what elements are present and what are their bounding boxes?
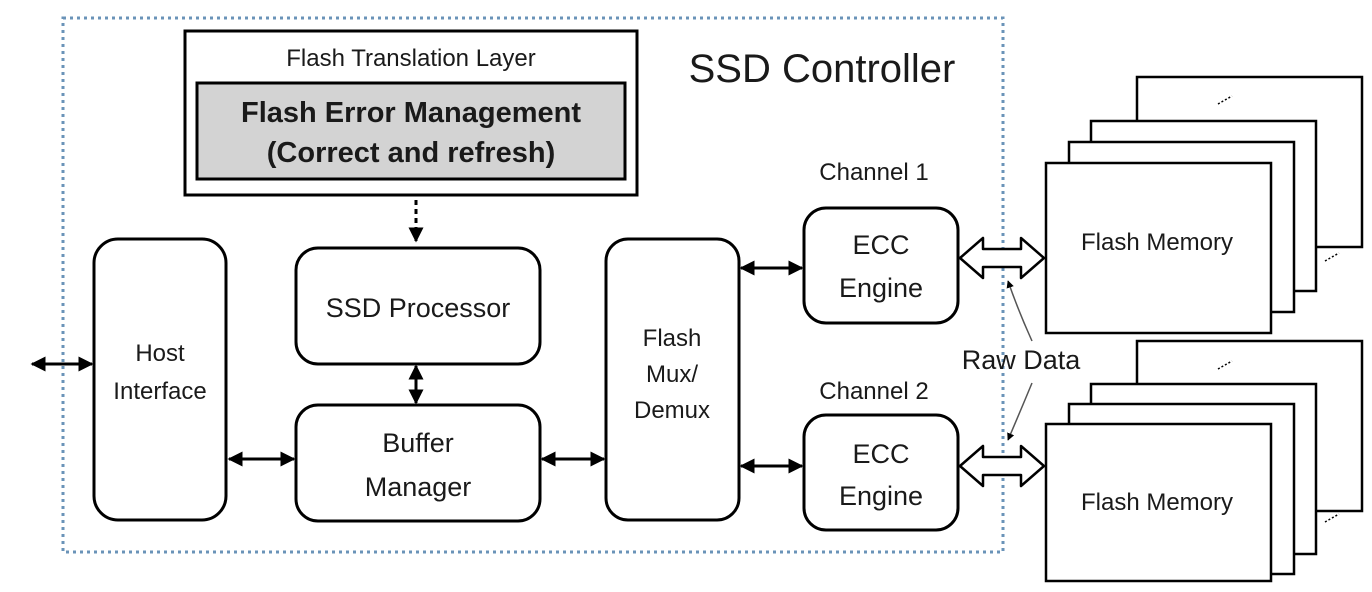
ecc-engine-2-label-line2: Engine: [839, 481, 923, 511]
stack-ellipsis-mark: [1324, 252, 1340, 262]
flash-error-management-label: Flash Error Management: [241, 97, 581, 129]
flash-mux-label-line1: Flash: [643, 325, 702, 352]
raw-data-label: Raw Data: [962, 345, 1082, 375]
channel-1-label: Channel 1: [819, 159, 928, 186]
ecc-engine-1-label-line2: Engine: [839, 273, 923, 303]
ftl-title: Flash Translation Layer: [286, 45, 535, 72]
ecc-engine-2-block: ECC Engine: [802, 413, 960, 532]
ecc-engine-2-label-line1: ECC: [852, 439, 909, 469]
flash-memory-1-label: Flash Memory: [1081, 229, 1233, 256]
flash-memory-stack-2: Flash Memory: [1044, 339, 1364, 583]
flash-translation-layer: Flash Translation Layer Flash Error Mana…: [183, 29, 639, 197]
buffer-manager-label-line2: Manager: [365, 472, 472, 502]
ecc-engine-1-label-line1: ECC: [852, 230, 909, 260]
buffer-manager-label-line1: Buffer: [382, 428, 454, 458]
ecc1-flash-hollow-arrow: [958, 236, 1046, 280]
stack-ellipsis-mark: [1324, 513, 1340, 523]
correct-and-refresh-label: (Correct and refresh): [267, 137, 555, 169]
stack-ellipsis-mark: [1217, 95, 1233, 105]
ssd-processor-label: SSD Processor: [326, 293, 511, 323]
raw-data-pointer-1: [1006, 280, 1033, 342]
ssd-controller-title: SSD Controller: [689, 47, 956, 91]
raw-data-pointer-2: [1007, 382, 1033, 441]
host-interface-block: Host Interface: [92, 237, 228, 522]
ssd-processor-block: SSD Processor: [294, 246, 542, 366]
host-interface-label-line1: Host: [135, 340, 185, 367]
flash-memory-stack-1: Flash Memory: [1044, 75, 1364, 335]
stack-ellipsis-mark: [1217, 360, 1233, 370]
host-interface-label-line2: Interface: [113, 378, 206, 405]
buffer-manager-block: Buffer Manager: [294, 403, 542, 523]
ecc2-flash-hollow-arrow: [958, 444, 1046, 488]
channel-2-label: Channel 2: [819, 378, 928, 405]
flash-memory-2-label: Flash Memory: [1081, 489, 1233, 516]
flash-mux-demux-block: Flash Mux/ Demux: [604, 237, 741, 522]
flash-error-management-box: [195, 81, 627, 181]
ecc-engine-1-block: ECC Engine: [802, 206, 960, 325]
flash-mux-label-line2: Mux/: [646, 361, 698, 388]
ssd-controller-boundary: [61, 16, 1005, 554]
flash-mux-label-line3: Demux: [634, 397, 710, 424]
